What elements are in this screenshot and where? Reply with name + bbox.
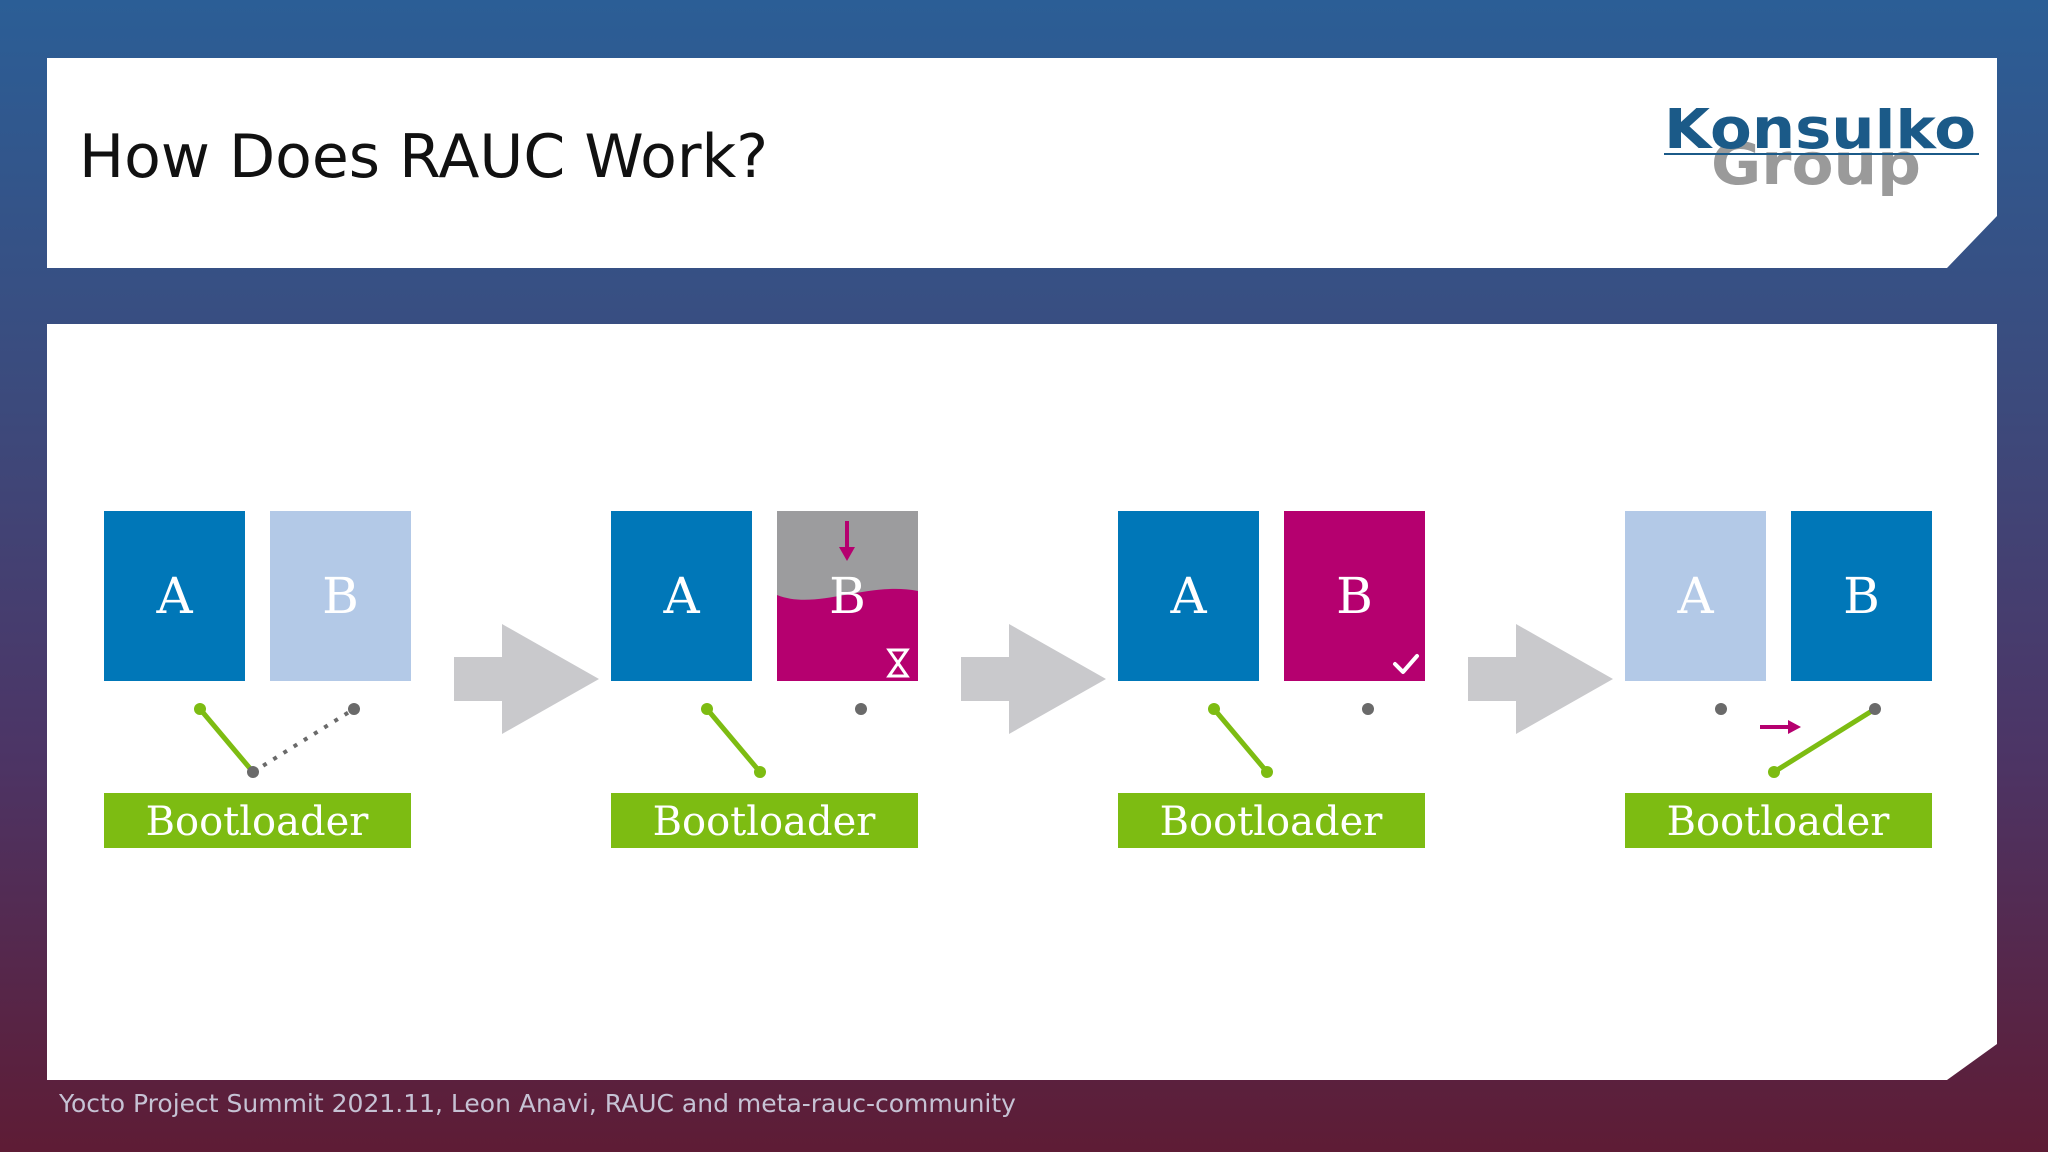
next-stage-arrow-icon bbox=[454, 624, 599, 734]
slot-a-label: A bbox=[1169, 567, 1207, 625]
bootloader-bar bbox=[1118, 793, 1425, 848]
bootloader-label: Bootloader bbox=[653, 799, 877, 845]
stage-2: A B Bootloader bbox=[611, 511, 918, 848]
boot-pivot-dot bbox=[754, 766, 766, 778]
switch-arrow-head-icon bbox=[1788, 720, 1801, 734]
slot-b-contact-dot bbox=[1869, 703, 1881, 715]
slot-a-box bbox=[1118, 511, 1259, 681]
slot-a-box bbox=[1625, 511, 1766, 681]
slot-a-contact-dot bbox=[1715, 703, 1727, 715]
slot-b-box bbox=[1791, 511, 1932, 681]
slot-a-label: A bbox=[662, 567, 700, 625]
slot-b-box bbox=[270, 511, 411, 681]
bootloader-bar bbox=[1625, 793, 1932, 848]
slot-a-contact-dot bbox=[194, 703, 206, 715]
hourglass-icon bbox=[886, 648, 910, 678]
slide-footer: Yocto Project Summit 2021.11, Leon Anavi… bbox=[59, 1089, 1016, 1118]
bootloader-label: Bootloader bbox=[1160, 799, 1384, 845]
slide-title: How Does RAUC Work? bbox=[79, 122, 769, 192]
header-panel: How Does RAUC Work? Group Konsulko bbox=[47, 58, 1997, 268]
logo-line-2: Group bbox=[1711, 130, 1921, 198]
slot-a-label: A bbox=[155, 567, 193, 625]
rauc-ab-update-diagram: A B Bootloader A B Bootloader A B Bootloader A B Bo… bbox=[104, 511, 1932, 848]
bootloader-bar bbox=[611, 793, 918, 848]
slot-b-label: B bbox=[322, 567, 359, 625]
slot-a-box bbox=[611, 511, 752, 681]
next-stage-arrow-icon bbox=[1468, 624, 1613, 734]
fallback-dotted-line bbox=[251, 707, 356, 774]
boot-switch-line bbox=[1212, 707, 1269, 774]
logo-line-1: Konsulko bbox=[1664, 108, 1976, 162]
stage-1: A B Bootloader bbox=[104, 511, 411, 848]
boot-switch-line bbox=[198, 707, 255, 774]
slot-b-label: B bbox=[829, 567, 866, 625]
stage-3: A B Bootloader bbox=[1118, 511, 1425, 848]
slot-b-contact-dot bbox=[348, 703, 360, 715]
slot-a-contact-dot bbox=[1208, 703, 1220, 715]
slot-a-contact-dot bbox=[701, 703, 713, 715]
slot-b-label: B bbox=[1843, 567, 1880, 625]
bootloader-label: Bootloader bbox=[146, 799, 370, 845]
konsulko-group-logo: Group Konsulko bbox=[1664, 108, 1979, 198]
bootloader-bar bbox=[104, 793, 411, 848]
next-stage-arrow-icon bbox=[961, 624, 1106, 734]
slot-a-box bbox=[104, 511, 245, 681]
boot-switch-line bbox=[705, 707, 762, 774]
content-panel: A B Bootloader A B Bootloader A B Bootloader A B Bo… bbox=[47, 324, 1997, 1080]
bootloader-label: Bootloader bbox=[1667, 799, 1891, 845]
stage-4: A B Bootloader bbox=[1625, 511, 1932, 848]
slot-b-box bbox=[1284, 511, 1425, 681]
boot-pivot-dot bbox=[1768, 766, 1780, 778]
boot-switch-line bbox=[1772, 706, 1877, 775]
slot-b-fill-progress bbox=[777, 588, 918, 681]
slot-b-contact-dot bbox=[1362, 703, 1374, 715]
slot-b-label: B bbox=[1336, 567, 1373, 625]
boot-pivot-dot bbox=[1261, 766, 1273, 778]
slot-a-label: A bbox=[1676, 567, 1714, 625]
download-arrow-head-icon bbox=[839, 547, 855, 561]
slot-b-contact-dot bbox=[855, 703, 867, 715]
checkmark-icon bbox=[1393, 654, 1419, 674]
